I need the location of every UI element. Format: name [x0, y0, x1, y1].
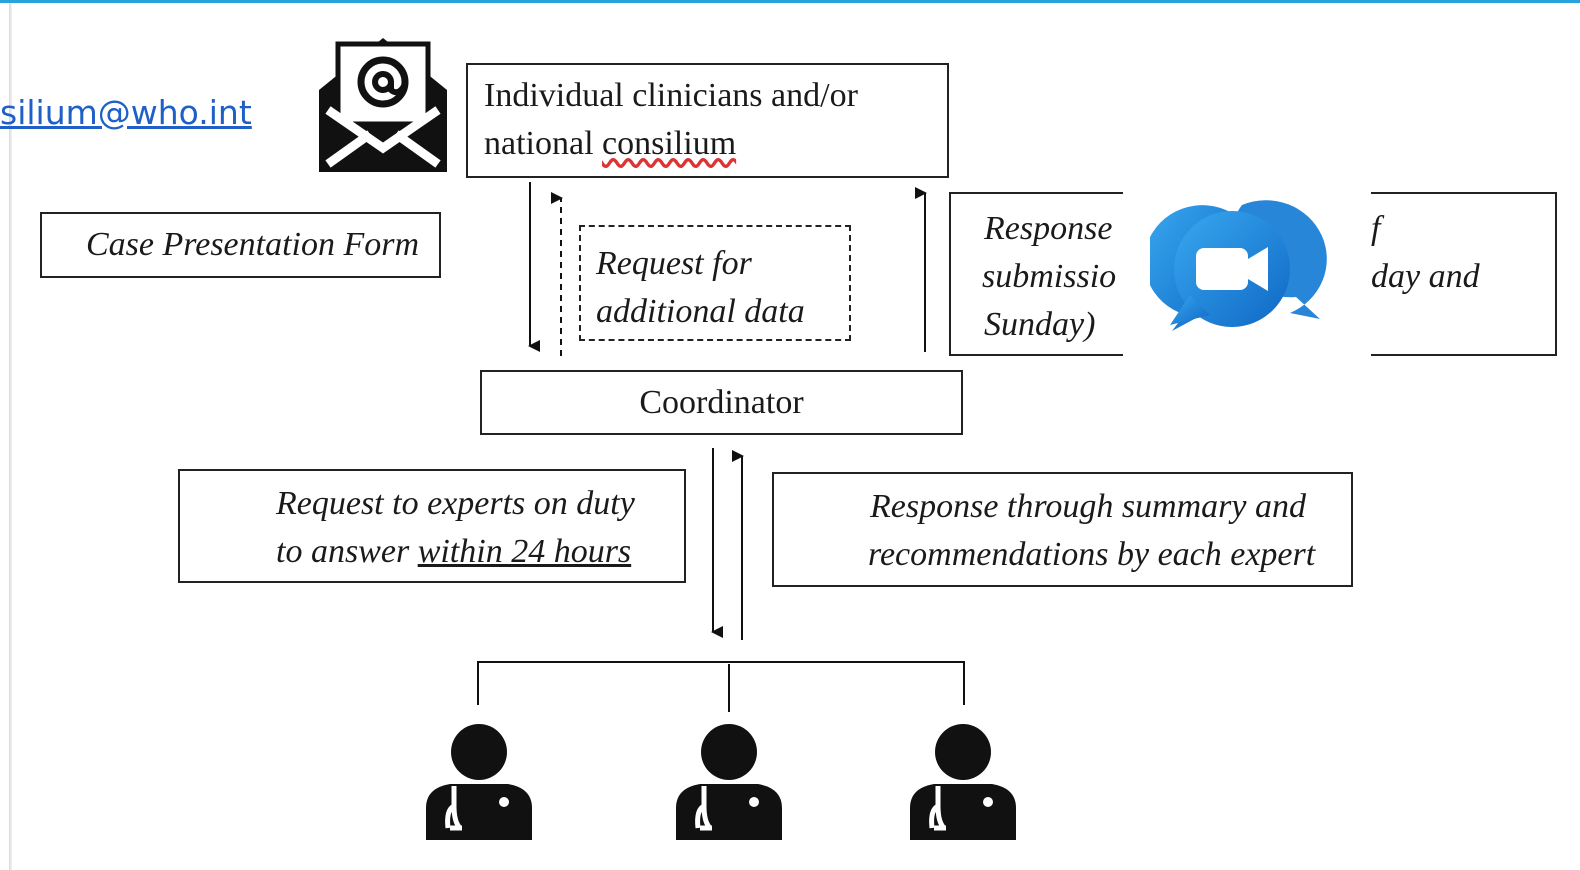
- additional-data-line2: additional data: [596, 293, 805, 330]
- left-edge-shadow: [9, 3, 12, 870]
- clinicians-line1: Individual clinicians and/or: [484, 77, 858, 114]
- mail-at-icon: [319, 38, 447, 172]
- response-summary-box: Response through summary and recommendat…: [772, 472, 1353, 587]
- clinicians-line2: national consilium: [484, 125, 737, 162]
- additional-data-line1: Request for: [596, 245, 752, 282]
- request-experts-line2: to answer within 24 hours: [276, 533, 632, 570]
- request-experts-box: Request to experts on duty to answer wit…: [178, 469, 686, 583]
- response-video-line2: submissio: [982, 258, 1117, 295]
- case-presentation-form-label: Case Presentation Form: [86, 226, 420, 263]
- response-video-line1-tail: f: [1371, 210, 1381, 247]
- top-accent-line: [0, 0, 1580, 3]
- doctor-icon: [910, 724, 1016, 840]
- request-experts-line1: Request to experts on duty: [276, 485, 635, 522]
- additional-data-box: Request for additional data: [579, 225, 851, 341]
- response-video-line1: Response: [984, 210, 1113, 247]
- doctor-icon: [426, 724, 532, 840]
- response-summary-line2: recommendations by each expert: [868, 536, 1316, 573]
- response-video-line3: Sunday): [984, 306, 1096, 343]
- video-chat-icon: [1150, 200, 1327, 331]
- email-link[interactable]: silium@who.int: [0, 93, 252, 132]
- response-summary-line1: Response through summary and: [870, 488, 1306, 525]
- clinicians-box: Individual clinicians and/or national co…: [466, 63, 949, 178]
- response-video-line2-tail: day and: [1371, 258, 1480, 295]
- case-presentation-form-box: Case Presentation Form: [40, 212, 441, 278]
- coordinator-box: Coordinator: [480, 370, 963, 435]
- experts-bracket: [477, 661, 965, 705]
- coordinator-label: Coordinator: [639, 384, 804, 421]
- doctor-icon: [676, 724, 782, 840]
